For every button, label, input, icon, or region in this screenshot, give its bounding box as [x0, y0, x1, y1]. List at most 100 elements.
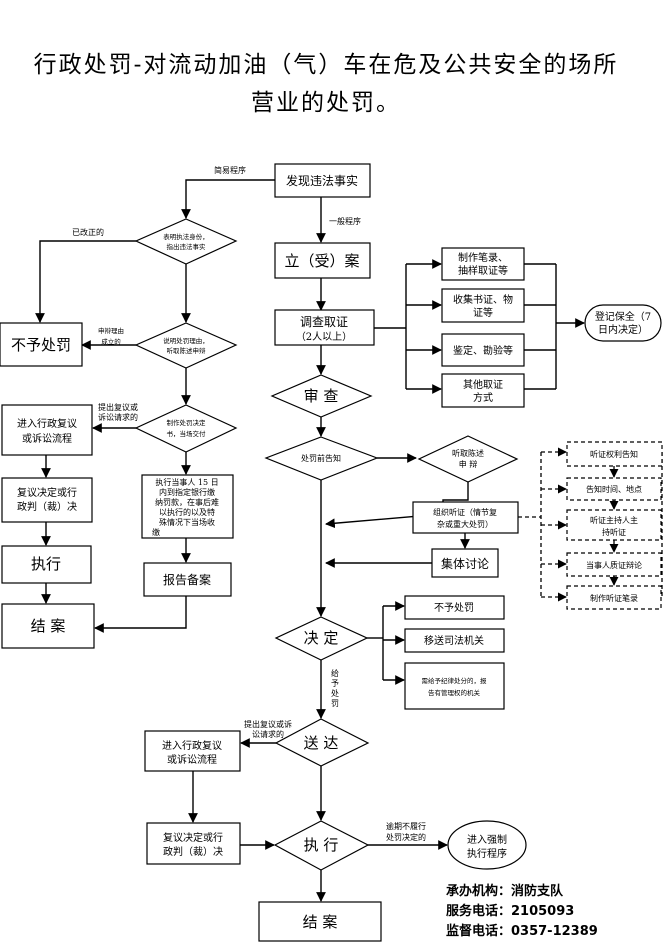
hearing-record-label: 制作听证笔录 [590, 593, 638, 603]
corrected-label: 已改正的 [72, 227, 104, 237]
investigate-label: 调查取证 [300, 315, 348, 329]
decide-label: 决 定 [304, 629, 339, 647]
review-decision-left-box [1, 477, 93, 523]
pre-notice-label: 处罚前告知 [301, 453, 341, 463]
pay-fine-label-5: 殊情况下当场收 [159, 517, 215, 527]
deliver-diamond [274, 718, 370, 767]
evidence-record-box [441, 247, 525, 281]
investigate-sublabel: （2人以上） [296, 331, 352, 343]
discipline-report-box [404, 662, 505, 710]
register-preserve-label-2: 日内决定） [598, 323, 648, 336]
footer-service-phone: 服务电话：2105093 [446, 903, 574, 919]
no-penalty-right-box [404, 595, 505, 620]
review-decision-bottom-box [146, 822, 241, 865]
force-execution-label-1: 进入强制 [467, 833, 507, 846]
footer-supervision-phone: 监督电话：0357-12389 [446, 923, 598, 939]
transfer-judicial-label: 移送司法机关 [424, 634, 484, 647]
pay-fine-label-6: 缴 [152, 527, 160, 537]
hearing-host-label-2: 持听证 [602, 527, 626, 537]
make-decision-label-1: 制作处罚决定 [167, 418, 207, 427]
hearing-rights-notice-box [566, 441, 663, 467]
evidence-documents-label-2: 证等 [473, 306, 493, 319]
evidence-other-label-1: 其他取证 [463, 378, 503, 391]
organize-hearing-box [412, 501, 519, 534]
register-preserve-label-1: 登记保全（7 [595, 310, 651, 323]
defense-ok-label-2: 成立的 [101, 337, 121, 346]
review-decision-left-label-2: 政判（裁）决 [17, 500, 77, 513]
review-decision-bottom-label-1: 复议决定或行 [163, 831, 223, 844]
review-decision-bottom-label-2: 政判（裁）决 [163, 845, 223, 858]
enter-review-left-label-1: 进入行政复议 [17, 417, 77, 430]
give-penalty-label-3: 处 [331, 688, 339, 698]
pay-fine-label-4: 以执行的以及特 [159, 507, 215, 517]
appeal-bottom-label-2: 讼请求的 [252, 729, 284, 739]
enter-review-bottom-label-2: 或诉讼流程 [167, 753, 217, 766]
evidence-appraisal-label: 鉴定、勘验等 [453, 344, 513, 357]
file-case-label: 立（受）案 [284, 252, 359, 270]
review-decision-left-label-1: 复议决定或行 [17, 486, 77, 499]
transfer-judicial-box [404, 628, 505, 653]
evidence-other-box [441, 373, 525, 408]
explain-reason-label-2: 听取陈述申辩 [167, 346, 207, 355]
hear-defense-label-1: 听取陈述 [452, 448, 484, 458]
review-label: 审 查 [304, 387, 339, 405]
evidence-documents-label-1: 收集书证、物 [453, 293, 513, 306]
enter-review-left-label-2: 或诉讼流程 [22, 432, 72, 445]
evidence-record-label-2: 抽样取证等 [458, 264, 508, 277]
enter-review-left-box [1, 404, 93, 456]
hearing-host-label-1: 听证主持人主 [590, 515, 638, 525]
discover-violation-box [274, 163, 371, 198]
no-penalty-right-label: 不予处罚 [434, 602, 474, 614]
no-penalty-left-label: 不予处罚 [11, 336, 71, 354]
close-case-bottom-label: 结 案 [303, 913, 338, 931]
hearing-debate-box [566, 552, 662, 577]
pay-fine-box [141, 474, 234, 539]
hearing-rights-notice-label: 听证权利告知 [590, 449, 638, 459]
close-case-bottom-box [258, 901, 382, 942]
evidence-record-label-1: 制作笔录、 [458, 251, 508, 264]
organize-hearing-label-2: 杂或重大处罚） [437, 519, 493, 529]
hearing-record-box [566, 585, 662, 610]
evidence-appraisal-box [441, 333, 525, 367]
investigate-box [274, 309, 375, 346]
execute-left-label: 执行 [31, 555, 61, 573]
hear-defense-label-2: 申 辩 [459, 459, 478, 469]
connectors [35, 179, 663, 902]
evidence-other-label-2: 方式 [473, 391, 493, 404]
report-record-label: 报告备案 [163, 572, 211, 587]
discipline-report-label-2: 告有管理权的机关 [428, 688, 481, 697]
appeal-bottom-label-1: 提出复议或诉 [244, 719, 292, 729]
close-case-left-label: 结 案 [31, 617, 66, 635]
pay-fine-label-1: 执行当事人 15 日 [155, 477, 218, 487]
register-preserve-box [584, 304, 662, 342]
organize-hearing-label-1: 组织听证（情节复 [433, 507, 497, 517]
appeal-left-label-2: 诉讼请求的 [98, 412, 138, 422]
force-execution-label-2: 执行程序 [467, 847, 507, 860]
give-penalty-label-4: 罚 [331, 699, 339, 708]
execute-left-box [1, 545, 92, 584]
page-title-line2: 营业的处罚。 [251, 90, 401, 116]
close-case-left-box [1, 603, 95, 649]
show-identity-diamond [134, 218, 238, 265]
hearing-host-box [566, 509, 662, 541]
collective-discussion-box [431, 548, 499, 578]
force-execution-ellipse [447, 820, 527, 870]
enter-review-bottom-label-1: 进入行政复议 [162, 739, 222, 752]
deliver-label: 送 达 [304, 734, 339, 752]
overdue-label-2: 处罚决定的 [386, 832, 426, 842]
appeal-left-label-1: 提出复议或 [98, 402, 138, 412]
hearing-time-place-box [566, 477, 662, 501]
evidence-documents-box [441, 288, 525, 323]
show-identity-label-2: 指出违法事实 [167, 242, 207, 251]
pay-fine-label-2: 内到指定银行缴 [159, 487, 215, 497]
give-penalty-label-1: 给 [331, 668, 339, 678]
show-identity-label-1: 表明执法身份， [163, 232, 209, 241]
defense-ok-label-1: 申辩理由 [98, 326, 124, 335]
overdue-label-1: 逾期不履行 [386, 821, 426, 831]
decide-diamond [274, 616, 369, 661]
enter-review-bottom-box [144, 730, 241, 772]
give-penalty-label-2: 予 [331, 679, 339, 688]
report-record-box [143, 562, 232, 597]
hearing-time-place-label: 告知时间、地点 [586, 484, 642, 494]
